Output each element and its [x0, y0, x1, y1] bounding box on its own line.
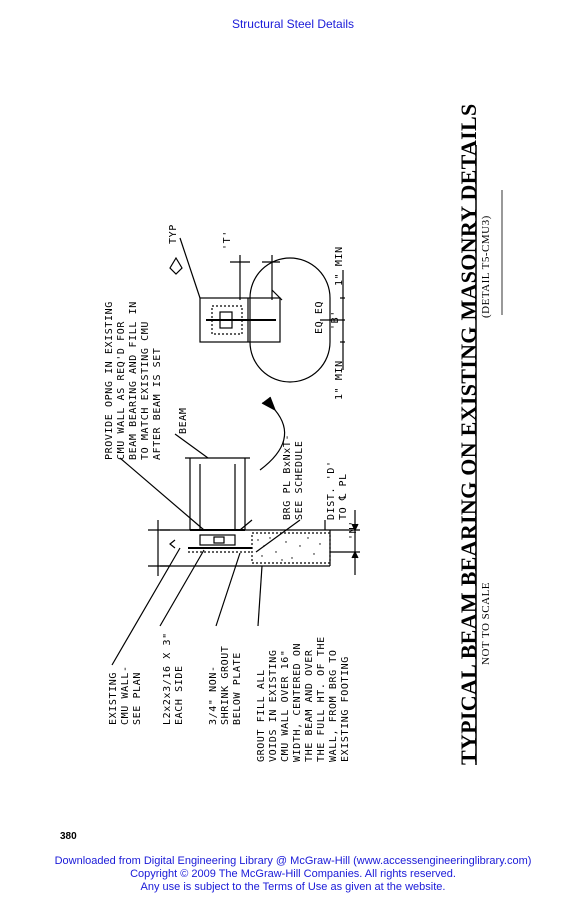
beam-section: [185, 457, 252, 553]
leader-beam: [174, 433, 209, 459]
dimension-n: [330, 510, 360, 575]
dimension-wall: [148, 520, 170, 576]
typ-label: TYP: [168, 224, 179, 244]
leader-brg-pl: [239, 519, 253, 531]
note-beam: BEAM: [178, 407, 189, 434]
note-grout-fill: GROUT FILL ALL VOIDS IN EXISTING CMU WAL…: [256, 636, 351, 762]
note-existing-cmu: EXISTING CMU WALL- SEE PLAN: [108, 665, 143, 725]
leader-angle: [159, 549, 205, 627]
note-dist-d: DIST. 'D' TO ℄ PL: [326, 460, 349, 520]
eq-eq-label: EQ EQ: [314, 300, 325, 334]
page-footer: Downloaded from Digital Engineering Libr…: [0, 855, 586, 894]
detail-reference: (DETAIL T5-CMU3): [480, 215, 492, 318]
dim-n-label: 'N': [348, 520, 359, 540]
note-angle: L2x2x3/16 X 3" EACH SIDE: [162, 632, 185, 725]
note-grout: 3/4" NON- SHRINK GROUT BELOW PLATE: [208, 645, 243, 725]
leader-grout-fill: [257, 565, 263, 627]
footer-download-link[interactable]: Downloaded from Digital Engineering Libr…: [54, 855, 532, 867]
note-provide-opening: PROVIDE OPNG IN EXISTING CMU WALL AS REQ…: [104, 301, 163, 460]
min-right-label: 1" MIN: [334, 246, 345, 286]
page-header[interactable]: Structural Steel Details: [231, 17, 355, 31]
drawing-title: TYPICAL BEAM BEARING ON EXISTING MASONRY…: [456, 103, 481, 765]
page-number: 380: [60, 831, 77, 842]
footer-terms: Any use is subject to the Terms of Use a…: [140, 881, 446, 893]
scale-note: NOT TO SCALE: [480, 581, 492, 665]
leader-existing-cmu: [111, 547, 181, 666]
min-left-label: 1" MIN: [334, 360, 345, 400]
grout-hatch: [257, 537, 321, 561]
leader-grout: [215, 552, 241, 627]
dim-t-label: 'T': [222, 230, 233, 250]
plan-dimensions: [169, 256, 345, 370]
rotation-arrow: [259, 409, 286, 471]
leader-brg-pl2: [255, 519, 301, 553]
leader-opening: [119, 457, 205, 531]
note-bearing-plate: BRG PL BxNxT- SEE SCHEDULE: [282, 433, 305, 520]
dim-b-label: 'B': [330, 310, 341, 330]
footer-copyright: Copyright © 2009 The McGraw-Hill Compani…: [130, 868, 456, 880]
plan-detail: [179, 237, 331, 383]
